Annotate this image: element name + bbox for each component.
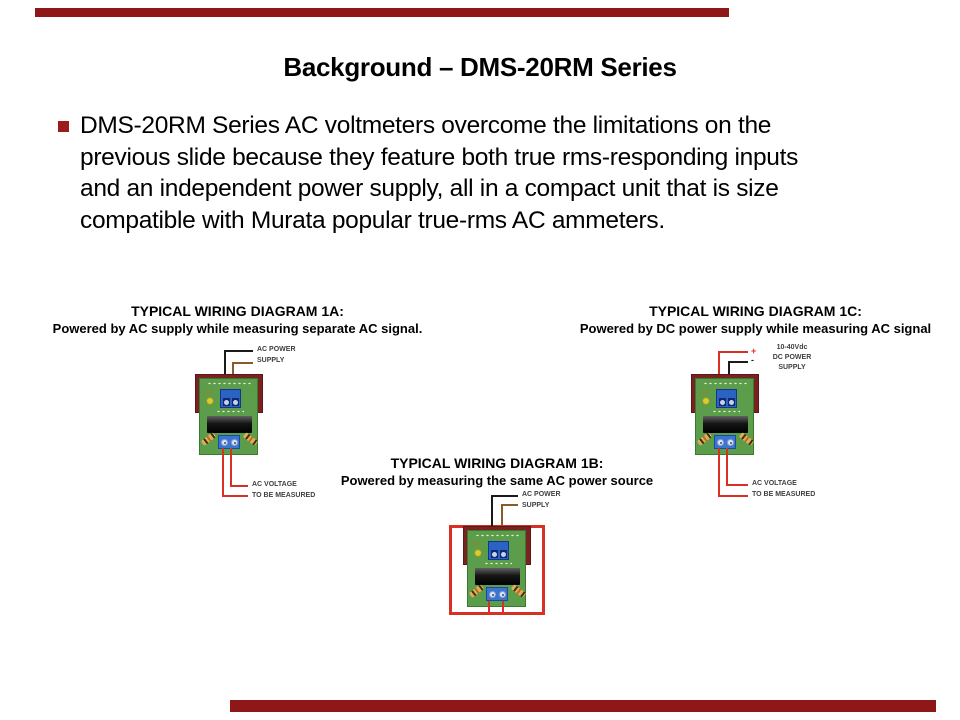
wire-measure	[726, 448, 728, 486]
led-icon	[702, 397, 710, 405]
wire-measure	[726, 484, 748, 486]
diagram-1a-title: TYPICAL WIRING DIAGRAM 1A:	[131, 303, 344, 319]
ac-power-label: AC POWER	[522, 491, 561, 498]
wire-ac-line	[224, 350, 226, 392]
bullet-paragraph: DMS-20RM Series AC voltmeters overcome t…	[80, 110, 920, 236]
terminal-hole	[491, 550, 498, 558]
plus-sign: +	[751, 346, 757, 356]
wiring-diagram-1c: + - 10-40Vdc DC POWER SUPPLY TB1 AC VOLT…	[686, 340, 960, 510]
diagram-1b-subtitle: Powered by measuring the same AC power s…	[340, 473, 654, 488]
wire-measure	[222, 448, 224, 497]
to-be-measured-label: TO BE MEASURED	[252, 492, 316, 499]
led-icon	[206, 397, 214, 405]
ac-voltage-label: AC VOLTAGE	[752, 480, 797, 487]
wire-dc-plus	[718, 351, 748, 353]
supply-label: SUPPLY	[522, 502, 550, 509]
led-icon	[474, 549, 482, 557]
wire-ac-neutral	[501, 504, 503, 547]
wire-measure	[718, 448, 720, 497]
diagram-1a-subtitle: Powered by AC supply while measuring sep…	[52, 321, 423, 336]
diagram-1c-header: TYPICAL WIRING DIAGRAM 1C: Powered by DC…	[533, 303, 960, 337]
wire-ac-neutral	[501, 504, 518, 506]
wire-ac-line	[224, 350, 253, 352]
terminal-block-bottom	[714, 435, 736, 449]
wire-measure	[230, 485, 248, 487]
ac-voltage-label: AC VOLTAGE	[252, 481, 297, 488]
pin-row	[484, 562, 512, 565]
terminal-screw	[717, 439, 724, 446]
terminal-block-top	[220, 389, 241, 408]
resistor-icon	[510, 584, 527, 598]
to-be-measured-label: TO BE MEASURED	[752, 491, 816, 498]
dc-supply-line: SUPPLY	[778, 364, 806, 371]
wire-ac-line	[491, 495, 493, 547]
wire-ac-line	[491, 495, 518, 497]
pin-row	[712, 410, 740, 413]
wiring-diagram-1a: AC POWER SUPPLY TB1 AC VOLTAGE TO BE MEA…	[190, 340, 490, 510]
terminal-hole	[500, 550, 507, 558]
bullet-line: DMS-20RM Series AC voltmeters overcome t…	[80, 112, 772, 139]
supply-label: SUPPLY	[257, 357, 285, 364]
terminal-hole	[223, 398, 230, 406]
wire-measure	[230, 448, 232, 487]
dc-supply-label: 10-40Vdc DC POWER SUPPLY	[760, 343, 824, 373]
resistor-icon	[468, 584, 485, 598]
terminal-screw	[221, 439, 228, 446]
bullet-line: previous slide because they feature both…	[80, 143, 799, 171]
pin-row	[703, 382, 748, 385]
silkscreen-label: TB1	[204, 390, 214, 396]
terminal-screw	[499, 591, 506, 598]
diagram-1b-header: TYPICAL WIRING DIAGRAM 1B: Powered by me…	[287, 455, 707, 489]
bullet-line: compatible with Murata popular true-rms …	[80, 206, 665, 234]
pcb-board: TB1	[199, 378, 259, 455]
pin-row	[207, 382, 252, 385]
bullet-marker	[58, 121, 69, 132]
terminal-screw	[727, 439, 734, 446]
terminal-block-top	[716, 389, 737, 408]
lcd-display	[703, 416, 748, 433]
wire-measure	[222, 495, 248, 497]
pcb-board: TB1	[695, 378, 755, 455]
diagram-1b-title: TYPICAL WIRING DIAGRAM 1B:	[390, 455, 604, 471]
resistor-icon	[738, 432, 755, 446]
slide-title: Background – DMS-20RM Series	[283, 52, 677, 82]
terminal-block-bottom	[218, 435, 240, 449]
dc-supply-line: DC POWER	[772, 354, 812, 361]
minus-sign: -	[751, 355, 754, 365]
ac-power-label: AC POWER	[257, 346, 296, 353]
resistor-icon	[696, 432, 713, 446]
diagram-1c-subtitle: Powered by DC power supply while measuri…	[579, 321, 932, 336]
silkscreen-label: TB1	[700, 390, 710, 396]
resistor-icon	[242, 432, 259, 446]
resistor-icon	[200, 432, 217, 446]
wire-dc-minus	[728, 361, 748, 363]
wire-measure	[488, 601, 490, 614]
terminal-block-top	[488, 541, 509, 560]
diagram-1a-header: TYPICAL WIRING DIAGRAM 1A: Powered by AC…	[15, 303, 460, 337]
terminal-hole	[232, 398, 239, 406]
terminal-hole	[719, 398, 726, 406]
pin-row	[216, 410, 244, 413]
dc-supply-line: 10-40Vdc	[776, 344, 808, 351]
terminal-hole	[728, 398, 735, 406]
wiring-diagram-1b: AC POWER SUPPLY TB1	[440, 485, 680, 620]
wire-dc-plus	[718, 351, 720, 392]
lcd-display	[207, 416, 252, 433]
bullet-line: and an independent power supply, all in …	[80, 175, 779, 202]
wire-ac-neutral	[232, 362, 253, 364]
wire-measure	[502, 601, 504, 614]
pcb-board: TB1	[467, 530, 527, 607]
bottom-accent-bar	[230, 700, 936, 712]
lcd-display	[475, 568, 520, 585]
pin-row	[475, 534, 520, 537]
top-accent-bar	[35, 8, 729, 17]
terminal-screw	[231, 439, 238, 446]
silkscreen-label: TB1	[472, 542, 482, 548]
wire-measure	[718, 495, 748, 497]
terminal-screw	[489, 591, 496, 598]
terminal-block-bottom	[486, 587, 508, 601]
diagram-1c-title: TYPICAL WIRING DIAGRAM 1C:	[649, 303, 862, 319]
